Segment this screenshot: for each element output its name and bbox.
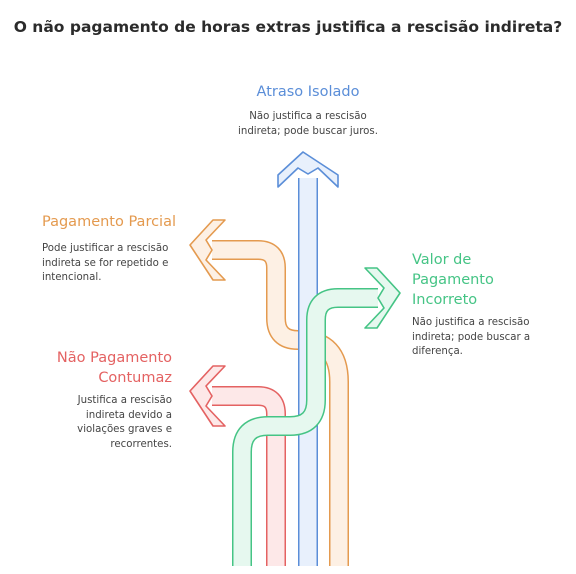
description-nao-pagamento-contumaz: Justifica a rescisão indireta devido a v… <box>77 395 172 450</box>
description-pagamento-parcial: Pode justificar a rescisão indireta se f… <box>42 243 169 283</box>
description-valor-incorreto: Não justifica a rescisão indireta; pode … <box>412 317 531 357</box>
orange-arrow <box>189 219 349 566</box>
red-arrow <box>189 365 286 566</box>
page-title: O não pagamento de horas extras justific… <box>13 18 563 36</box>
heading-valor-incorreto: Valor de Pagamento Incorreto <box>412 252 494 308</box>
heading-atraso-isolado: Atraso Isolado <box>256 84 360 100</box>
heading-pagamento-parcial: Pagamento Parcial <box>42 214 177 230</box>
heading-nao-pagamento-contumaz: Não Pagamento Contumaz <box>56 350 172 386</box>
description-atraso-isolado: Não justifica a rescisão indireta; pode … <box>238 111 378 137</box>
green-arrow <box>232 267 401 566</box>
